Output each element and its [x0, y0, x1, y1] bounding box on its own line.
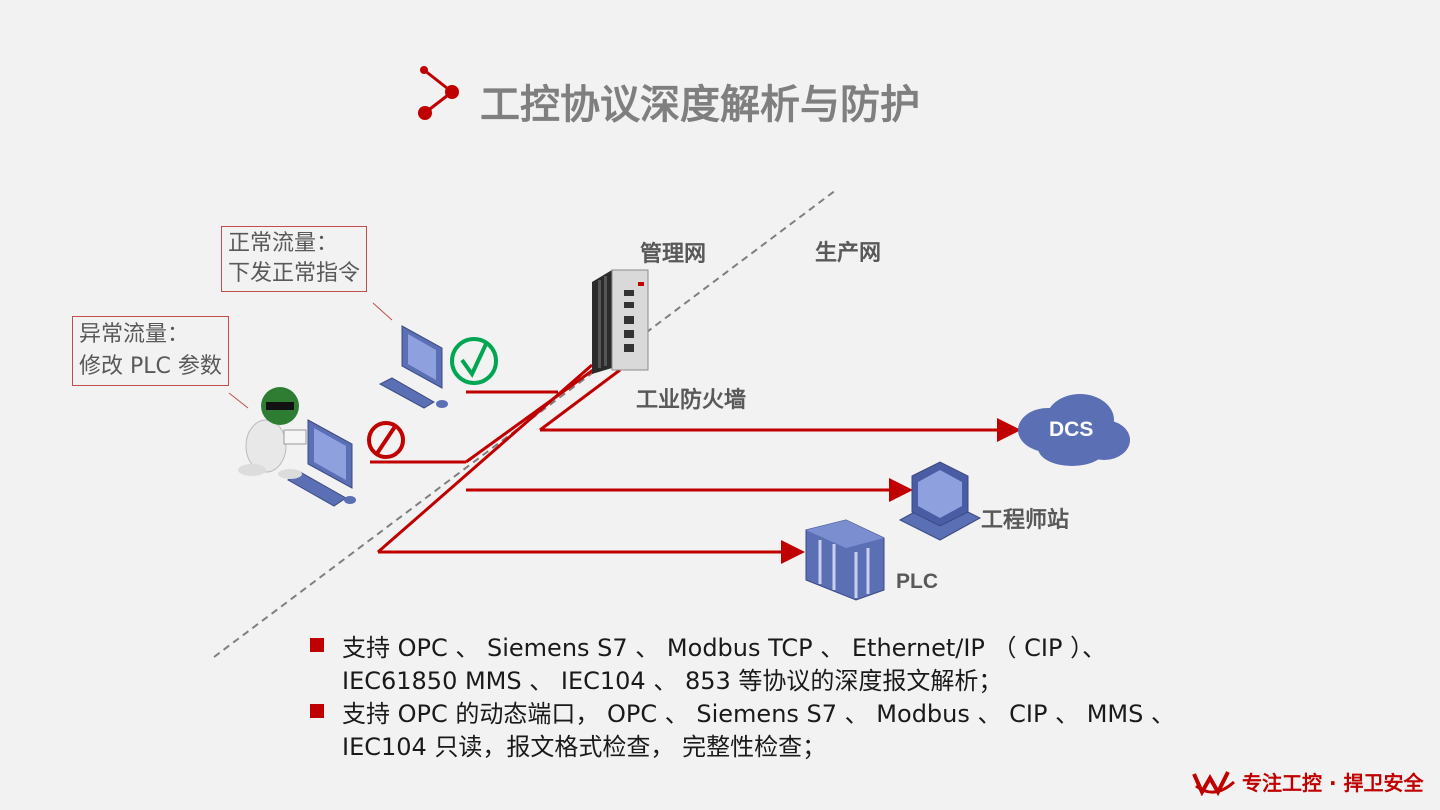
check-icon: [450, 337, 498, 385]
feature-list: 支持 OPC 、 Siemens S7 、 Modbus TCP 、 Ether…: [308, 632, 1188, 764]
feature-text: 支持 OPC 、 Siemens S7 、 Modbus TCP 、 Ether…: [342, 634, 1107, 695]
dcs-label: DCS: [1049, 418, 1094, 441]
normal-traffic-line2: 下发正常指令: [228, 261, 361, 286]
firewall-device: [592, 269, 649, 374]
normal-pc-icon: [378, 325, 448, 409]
normal-traffic-line1: 正常流量：: [228, 231, 339, 256]
production-network-label: 生产网: [815, 241, 882, 266]
brand-logo: 专注工控 · 捍卫安全: [1192, 766, 1424, 796]
feature-item: 支持 OPC 、 Siemens S7 、 Modbus TCP 、 Ether…: [308, 632, 1188, 698]
brand-mark-icon: [1192, 771, 1236, 796]
bullet-marker: [310, 704, 324, 718]
page-title: 工控协议深度解析与防护: [480, 82, 920, 128]
abnormal-traffic-line1: 异常流量：: [79, 322, 190, 347]
engineer-station-label: 工程师站: [981, 508, 1070, 533]
hacker-icon: [238, 387, 307, 479]
abnormal-traffic-callout: 异常流量： 修改 PLC 参数: [72, 316, 229, 386]
traffic-lines: [370, 363, 1021, 564]
normal-traffic-callout: 正常流量： 下发正常指令: [221, 226, 368, 292]
bullet-marker: [310, 638, 324, 652]
forbidden-icon: [367, 421, 405, 459]
dcs-cloud-icon: [1018, 394, 1130, 466]
plc-label: PLC: [896, 570, 938, 593]
title-icon: [418, 66, 459, 120]
abnormal-traffic-line2: 修改 PLC 参数: [79, 354, 222, 379]
management-network-label: 管理网: [640, 242, 707, 267]
plc-icon: [805, 519, 885, 601]
feature-text: 支持 OPC 的动态端口， OPC 、 Siemens S7 、 Modbus …: [342, 700, 1175, 761]
feature-item: 支持 OPC 的动态端口， OPC 、 Siemens S7 、 Modbus …: [308, 698, 1188, 764]
attacker-pc-icon: [287, 419, 356, 507]
brand-slogan: 专注工控 · 捍卫安全: [1242, 770, 1424, 795]
engineer-station-icon: [898, 461, 982, 541]
firewall-label: 工业防火墙: [636, 388, 747, 413]
